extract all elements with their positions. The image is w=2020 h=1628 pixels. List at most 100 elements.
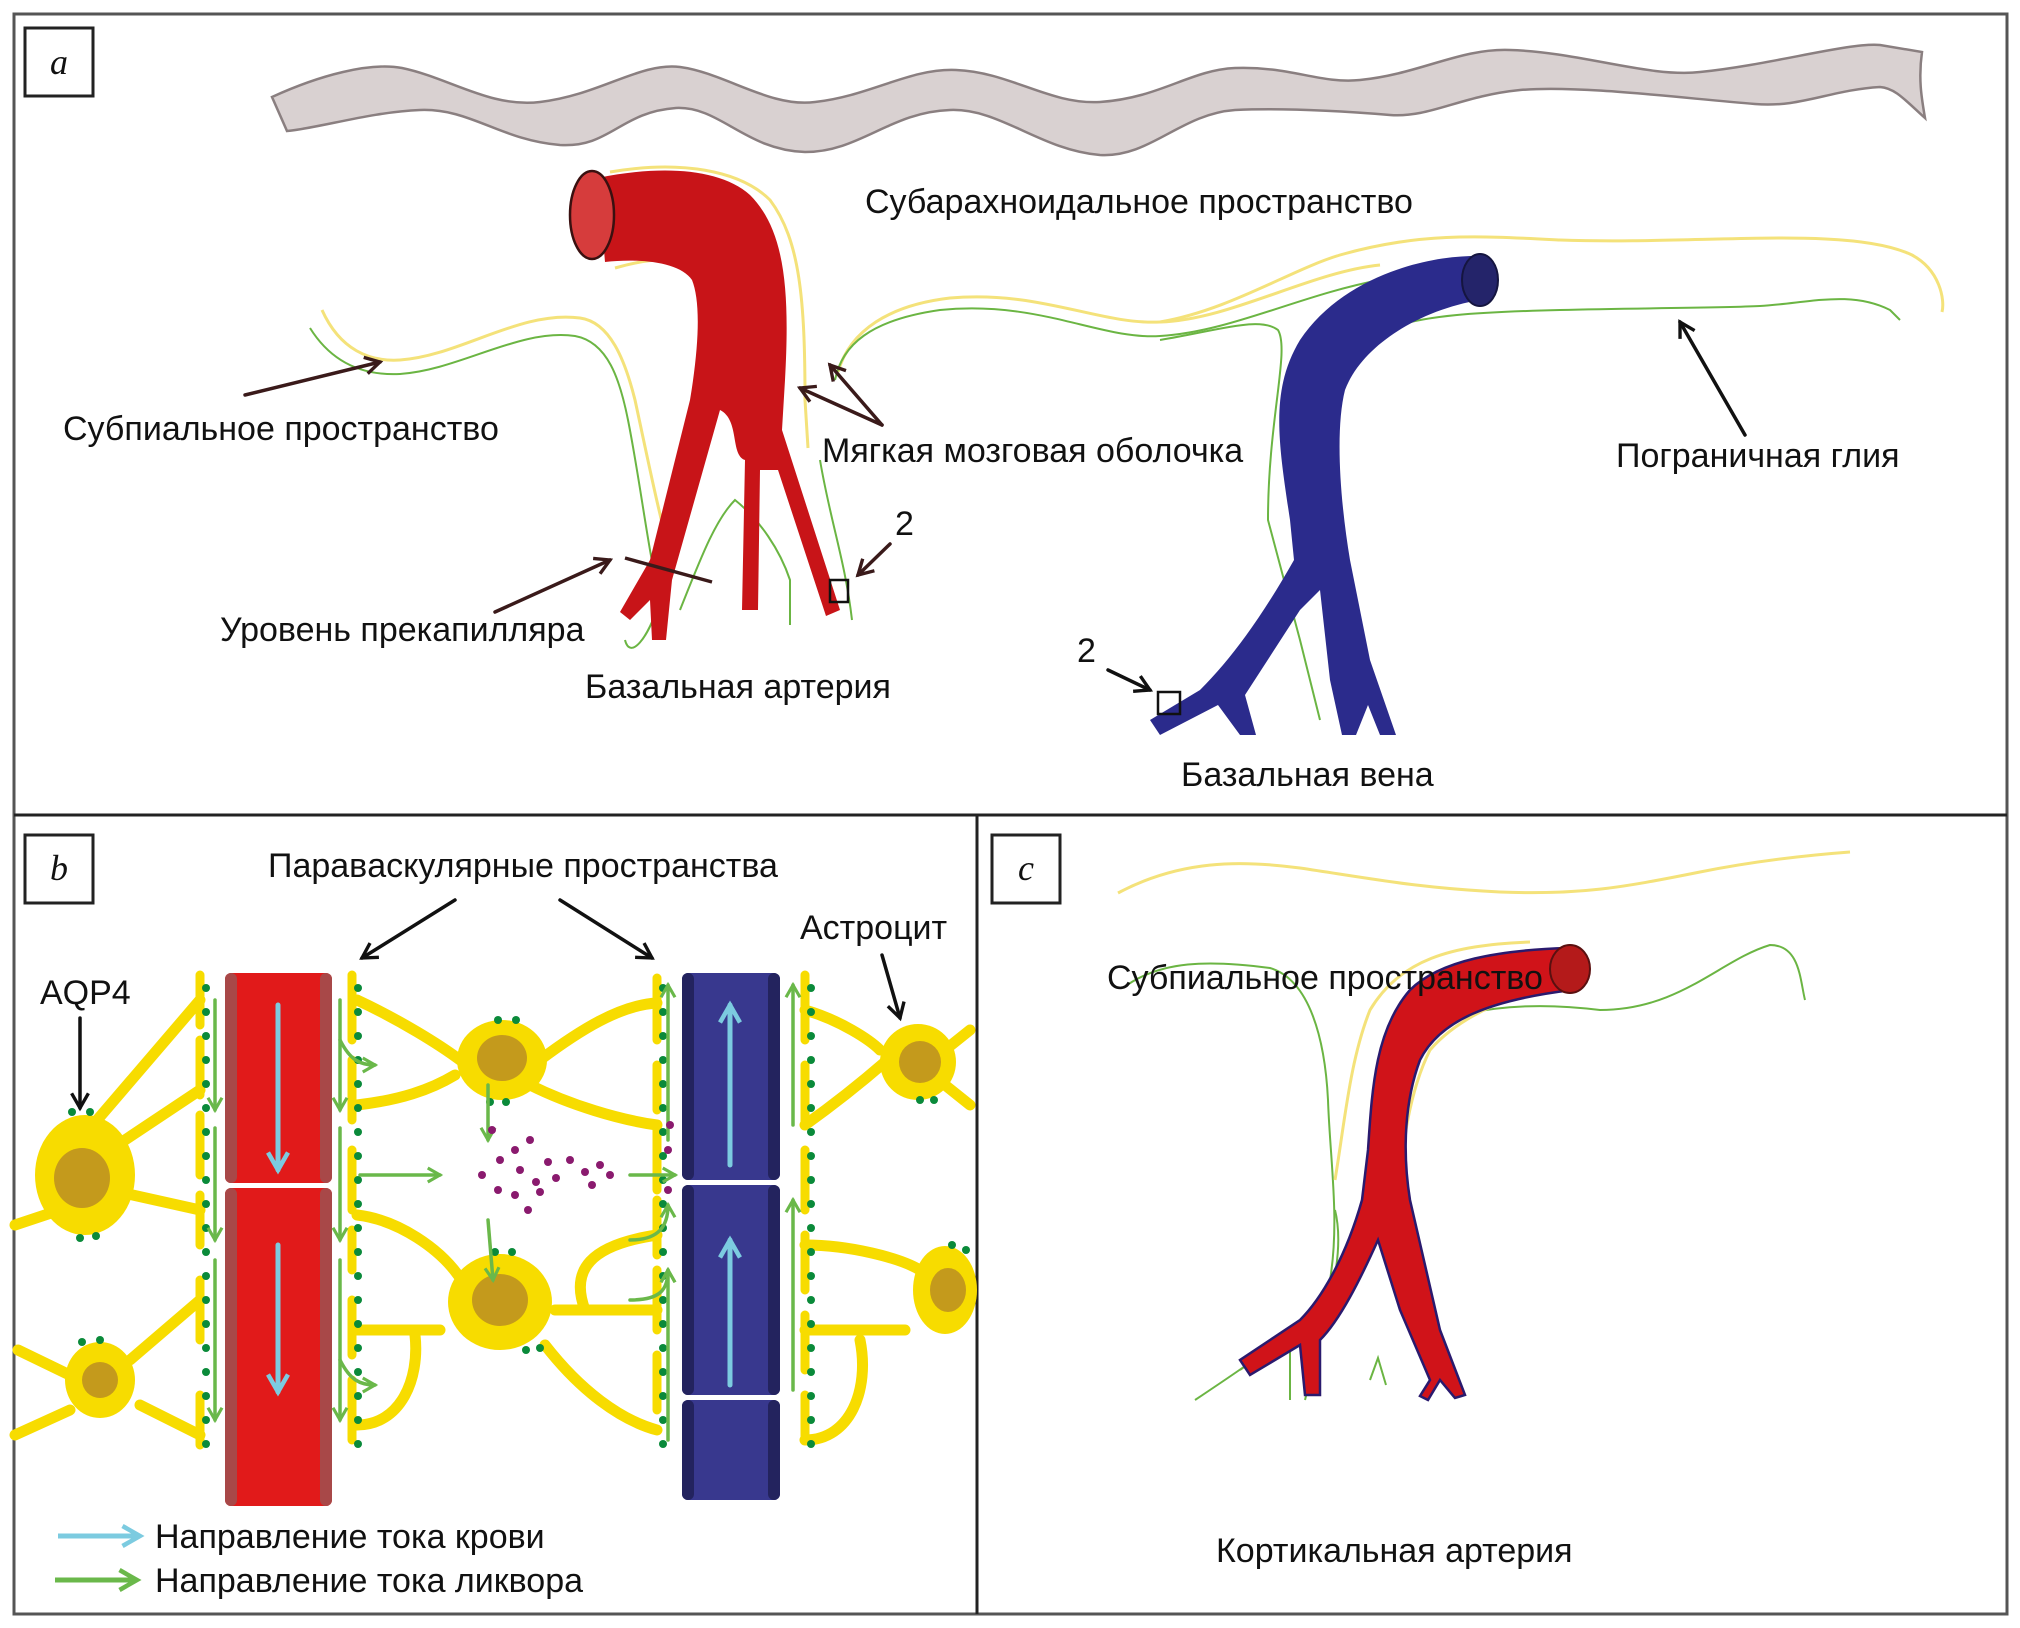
aqp4-dot bbox=[354, 1176, 362, 1184]
aqp4-dot bbox=[659, 1104, 667, 1112]
aqp4-dot bbox=[202, 1248, 210, 1256]
label-basal-artery: Базальная артерия bbox=[585, 668, 891, 706]
aqp4-dot bbox=[659, 1344, 667, 1352]
panel-c-letter: c bbox=[1018, 848, 1034, 888]
nucleus-icon bbox=[930, 1268, 966, 1312]
label-subpial-space-c: Субпиальное пространство bbox=[1107, 959, 1543, 997]
aqp4-dot bbox=[659, 984, 667, 992]
solute-dot bbox=[536, 1188, 544, 1196]
astrocyte-endfeet bbox=[195, 970, 810, 1450]
arrow-precapillary bbox=[493, 556, 614, 614]
aqp4-dot bbox=[659, 1320, 667, 1328]
aqp4-dot bbox=[354, 1224, 362, 1232]
aqp4-dot bbox=[659, 1368, 667, 1376]
basal-artery bbox=[568, 169, 840, 640]
panel-b-letter: b bbox=[50, 848, 68, 888]
aqp4-dot bbox=[659, 1200, 667, 1208]
aqp4-dot bbox=[202, 1176, 210, 1184]
aqp4-dot bbox=[202, 1368, 210, 1376]
aqp4-dot bbox=[508, 1248, 516, 1256]
astrocyte-bodies bbox=[35, 1020, 977, 1418]
aqp4-dot bbox=[354, 984, 362, 992]
arrow-subpial-space bbox=[243, 355, 384, 397]
aqp4-dot bbox=[916, 1096, 924, 1104]
glia-right-c bbox=[1419, 943, 1806, 1031]
aqp4-dot bbox=[659, 1008, 667, 1016]
precapillary-level-line bbox=[624, 556, 713, 584]
aqp4-dot bbox=[78, 1338, 86, 1346]
vein-lumen-cap bbox=[1461, 253, 1499, 307]
solute-dot bbox=[494, 1186, 502, 1194]
pia-artery-c bbox=[1333, 940, 1531, 1181]
aqp4-dot bbox=[76, 1234, 84, 1242]
arrow-glia-limitans bbox=[1678, 319, 1747, 437]
label-aqp4: AQP4 bbox=[40, 974, 131, 1012]
aqp4-dot bbox=[354, 1416, 362, 1424]
aqp4-dot bbox=[354, 1440, 362, 1448]
aqp4-dot bbox=[807, 1080, 815, 1088]
aqp4-dot bbox=[202, 1056, 210, 1064]
aqp4-dots bbox=[68, 984, 970, 1448]
solute-dot bbox=[511, 1191, 519, 1199]
aqp4-dot bbox=[202, 1344, 210, 1352]
glia-right-artery bbox=[834, 279, 1381, 381]
solute-dots bbox=[478, 1121, 674, 1214]
aqp4-dot bbox=[202, 1224, 210, 1232]
solute-dot bbox=[496, 1156, 504, 1164]
aqp4-dot bbox=[202, 984, 210, 992]
aqp4-dot bbox=[202, 1416, 210, 1424]
arachnoid-membrane bbox=[270, 43, 1927, 157]
label-subarachnoid-space: Субарахноидальное пространство bbox=[865, 183, 1413, 221]
nucleus-icon bbox=[54, 1148, 110, 1208]
arrow-astrocyte bbox=[880, 953, 906, 1022]
solute-dot bbox=[588, 1181, 596, 1189]
aqp4-dot bbox=[962, 1246, 970, 1254]
aqp4-dot bbox=[354, 1392, 362, 1400]
solute-dot bbox=[488, 1126, 496, 1134]
aqp4-dot bbox=[807, 1320, 815, 1328]
glia-limitans-right bbox=[1159, 323, 1321, 721]
label-paravascular-spaces: Паравaскулярные пространства bbox=[268, 847, 778, 885]
aqp4-dot bbox=[202, 1104, 210, 1112]
aqp4-dot bbox=[807, 1392, 815, 1400]
region-box-artery bbox=[828, 578, 850, 604]
aqp4-dot bbox=[659, 1176, 667, 1184]
pia-surface-c bbox=[1117, 850, 1851, 895]
solute-dot bbox=[666, 1121, 674, 1129]
aqp4-dot bbox=[86, 1108, 94, 1116]
legend-csf-label: Направление тока ликвора bbox=[155, 1562, 583, 1600]
solute-dot bbox=[606, 1171, 614, 1179]
label-subpial-space: Субпиальное пространство bbox=[63, 410, 499, 448]
arrow-marker-artery bbox=[855, 542, 892, 578]
aqp4-dot bbox=[92, 1232, 100, 1240]
solute-dot bbox=[526, 1136, 534, 1144]
legend: Направление тока крови Направление тока … bbox=[55, 1518, 583, 1600]
aqp4-dot bbox=[202, 1128, 210, 1136]
aqp4-dot bbox=[807, 1368, 815, 1376]
nucleus-icon bbox=[472, 1274, 528, 1326]
solute-dot bbox=[544, 1158, 552, 1166]
solute-dot bbox=[664, 1146, 672, 1154]
aqp4-dot bbox=[659, 1152, 667, 1160]
arrow-marker-vein bbox=[1106, 668, 1154, 693]
solute-dot bbox=[596, 1161, 604, 1169]
solute-dot bbox=[524, 1206, 532, 1214]
panel-a-letter: a bbox=[50, 42, 68, 82]
aqp4-dot bbox=[354, 1080, 362, 1088]
aqp4-dot bbox=[354, 1344, 362, 1352]
aqp4-dot bbox=[807, 984, 815, 992]
solute-dot bbox=[566, 1156, 574, 1164]
aqp4-dot bbox=[807, 1128, 815, 1136]
astrocyte-processes bbox=[9, 994, 976, 1446]
label-glia-limitans: Пограничная глия bbox=[1616, 437, 1900, 475]
aqp4-dot bbox=[536, 1344, 544, 1352]
aqp4-dot bbox=[202, 1032, 210, 1040]
aqp4-dot bbox=[659, 1080, 667, 1088]
aqp4-dot bbox=[522, 1346, 530, 1354]
legend-blood-label: Направление тока крови bbox=[155, 1518, 545, 1556]
pia-artery-upper bbox=[609, 165, 810, 449]
aqp4-dot bbox=[807, 1224, 815, 1232]
solute-dot bbox=[516, 1166, 524, 1174]
region-box-vein bbox=[1156, 690, 1182, 716]
glia-left-artery bbox=[309, 327, 662, 649]
